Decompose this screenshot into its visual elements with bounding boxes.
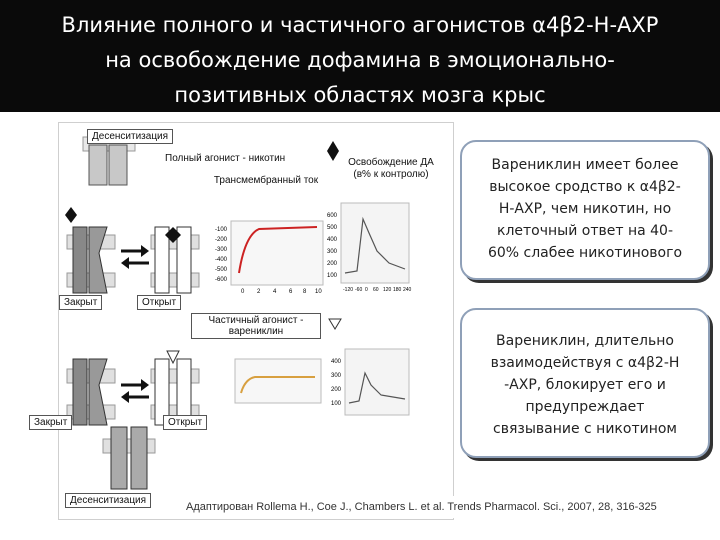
source-credit: Адаптирован Rollema H., Coe J., Chambers… (186, 496, 706, 518)
bubble-bottom-line: взаимодействуя с α4β2-Н (490, 355, 680, 371)
label-full-agonist: Полный агонист - никотин (165, 153, 286, 164)
label-closed-2: Закрыт (29, 415, 73, 430)
bubble-bottom-line: Варениклин, длительно (496, 333, 674, 349)
tick-label: 2 (257, 289, 261, 295)
tick-label: 100 (331, 401, 342, 407)
label-partial-agonist: Частичный агонист - варениклин (191, 313, 321, 339)
tick-label: -600 (215, 277, 228, 283)
tick-label: -400 (215, 257, 228, 263)
tick-label: -200 (215, 237, 228, 243)
receptor-diagram: -100 -200 -300 -400 -500 -600 0 2 4 6 8 … (65, 136, 412, 490)
label-closed-1: Закрыт (59, 295, 103, 310)
bubble-top-line: клеточный ответ на 40- (496, 223, 673, 239)
bubble-bottom-line: -АХР, блокирует его и (504, 377, 666, 393)
receptor-closed-2 (66, 358, 116, 426)
tick-label: 6 (289, 289, 293, 295)
release-plot-2: 400 300 200 100 (331, 348, 410, 416)
tick-label: 300 (327, 249, 338, 255)
label-desensitization-bottom: Десенситизация (65, 493, 152, 508)
tick-label: 8 (303, 289, 307, 295)
slide-title: Влияние полного и частичного агонистов α… (6, 8, 714, 113)
tick-label: 60 (373, 287, 379, 293)
tick-label: 200 (327, 261, 338, 267)
tick-label: 0 (241, 289, 245, 295)
receptor-figure: -100 -200 -300 -400 -500 -600 0 2 4 6 8 … (29, 122, 454, 520)
arrows-1 (121, 245, 149, 269)
triangle-marker (328, 318, 342, 330)
receptor-open-2 (150, 350, 200, 426)
tick-label: -60 (355, 287, 362, 293)
tick-label: 240 (403, 287, 412, 293)
bubble-top-line: Варениклин имеет более (491, 157, 679, 173)
bubble-bottom-line: связывание с никотином (493, 421, 677, 437)
receptor-top-left (82, 136, 136, 186)
tick-label: 400 (331, 359, 342, 365)
receptor-closed-1 (65, 207, 116, 294)
tick-label: 120 (383, 287, 392, 293)
bubble-top-line: 60% слабее никотинового (487, 245, 683, 261)
label-open-1: Открыт (137, 295, 182, 310)
release-plot-1: 600 500 400 300 200 100 -120 -60 0 60 12… (327, 202, 412, 293)
tick-label: 400 (327, 237, 338, 243)
receptor-open-1 (150, 226, 200, 294)
bubble-bottom-line: предупреждает (525, 399, 645, 415)
info-bubble-affinity: Варениклин имеет более высокое сродство … (460, 140, 710, 280)
tick-label: 180 (393, 287, 402, 293)
tick-label: 200 (331, 387, 342, 393)
info-bubble-blocking: Варениклин, длительно взаимодействуя с α… (460, 308, 710, 458)
title-line-2: на освобождение дофамина в эмоционально- (105, 48, 615, 72)
title-band (0, 0, 720, 112)
arrows-2 (121, 379, 149, 403)
title-line-3: позитивных областях мозга крыс (174, 83, 546, 107)
label-open-2: Открыт (163, 415, 208, 430)
tick-label: 4 (273, 289, 277, 295)
bubble-top-line: Н-АХР, чем никотин, но (498, 201, 672, 217)
tick-label: -100 (215, 227, 228, 233)
tick-label: -120 (343, 287, 353, 293)
tick-label: 600 (327, 213, 338, 219)
title-line-1: Влияние полного и частичного агонистов α… (61, 13, 659, 37)
current-plot-1: -100 -200 -300 -400 -500 -600 0 2 4 6 8 … (215, 220, 324, 295)
bubble-top-line: высокое сродство к α4β2- (489, 179, 681, 195)
receptor-desensitized-bottom (102, 426, 156, 490)
tick-label: 100 (327, 273, 338, 279)
current-plot-2 (234, 358, 322, 404)
tick-label: 300 (331, 373, 342, 379)
tick-label: 10 (315, 289, 322, 295)
tick-label: 500 (327, 225, 338, 231)
label-da-release: Освобождение ДА (в% к контролю) (348, 157, 434, 180)
tick-label: -300 (215, 247, 228, 253)
tick-label: -500 (215, 267, 228, 273)
diamond-marker (327, 141, 339, 161)
tick-label: 0 (365, 287, 368, 293)
label-transmembrane-current: Трансмембранный ток (213, 175, 319, 186)
label-desensitization-top: Десенситизация (87, 129, 174, 144)
